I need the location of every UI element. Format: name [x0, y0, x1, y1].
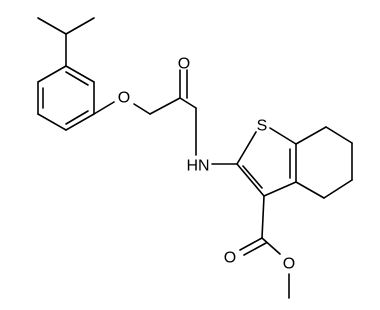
- thiophene-sulfur-label: S: [257, 118, 268, 135]
- bond: [243, 242, 267, 256]
- bond: [263, 181, 297, 197]
- bond: [65, 71, 89, 86]
- bond: [133, 103, 151, 115]
- bond: [37, 113, 67, 131]
- bond: [261, 237, 281, 255]
- bond: [37, 65, 67, 83]
- bond: [149, 97, 181, 115]
- bond: [323, 179, 353, 199]
- bond: [269, 127, 297, 145]
- bond: [295, 126, 327, 145]
- ester-carbonyl-oxygen-label: O: [224, 250, 236, 267]
- bond: [239, 237, 263, 251]
- amide-nh: HN: [186, 107, 238, 175]
- benzene-ring: [37, 65, 95, 131]
- bond: [65, 17, 95, 35]
- cyclohexene-ring: [295, 126, 353, 199]
- bond: [325, 126, 353, 144]
- bond: [65, 110, 89, 125]
- bond: [236, 131, 257, 165]
- amide-nh-label: HN: [186, 158, 209, 175]
- bond: [261, 195, 265, 239]
- bond: [179, 97, 197, 109]
- amide-oxygen-label: O: [178, 56, 190, 73]
- ether-oxygen-label: O: [118, 90, 130, 107]
- bond: [242, 165, 263, 189]
- bond: [295, 181, 325, 199]
- isopropyl-group: [37, 17, 95, 67]
- methyl-ester: O O: [224, 195, 295, 299]
- ether-linkage: O: [93, 90, 181, 115]
- bond: [236, 163, 265, 197]
- amide-carbonyl: O: [178, 56, 197, 109]
- bond: [65, 65, 95, 83]
- bond: [65, 113, 95, 131]
- bond: [37, 17, 67, 35]
- bond: [93, 101, 115, 115]
- ester-oxygen-label: O: [283, 256, 295, 273]
- thiophene-ring: S: [236, 118, 297, 197]
